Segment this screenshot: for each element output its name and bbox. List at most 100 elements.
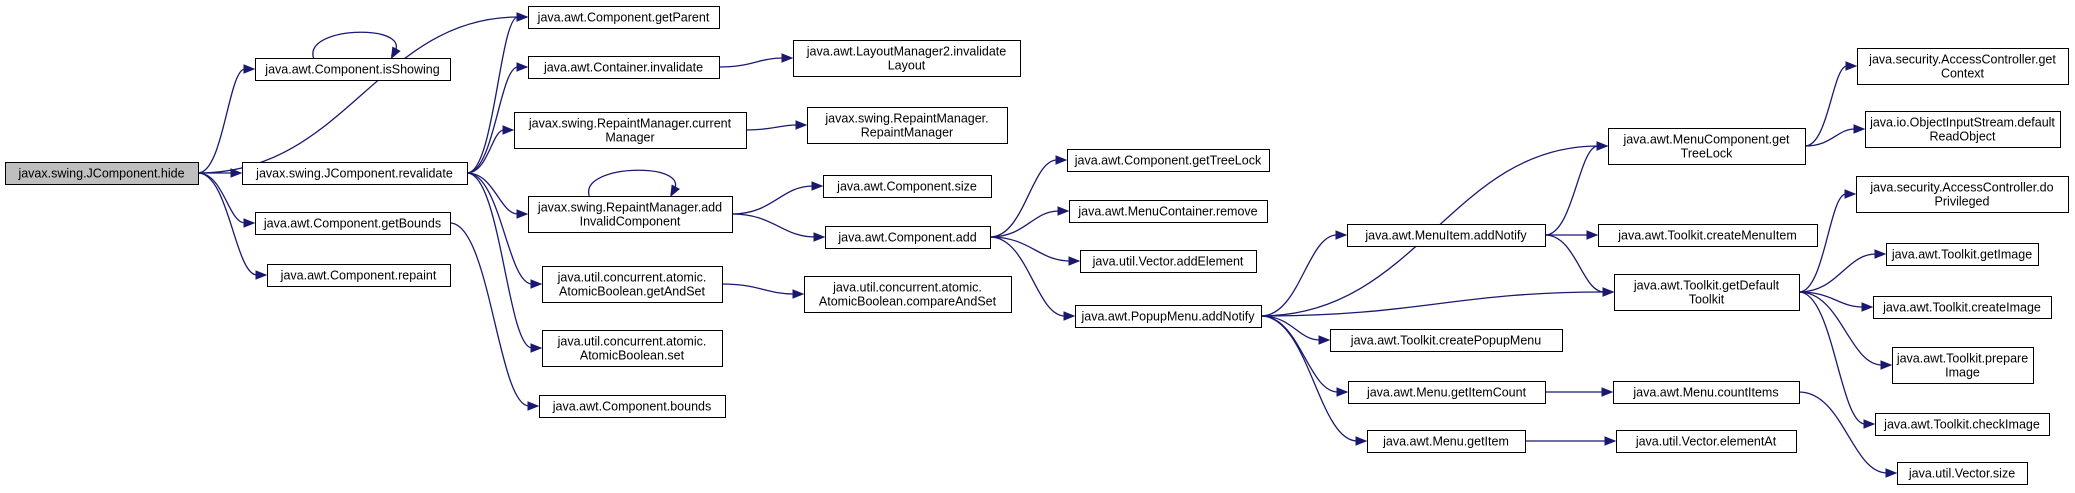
edge-n28-n37 bbox=[1798, 391, 1898, 478]
edge-arrowhead bbox=[1861, 302, 1874, 312]
node-n14[interactable]: java.awt.Component.size bbox=[823, 175, 992, 198]
edge-line bbox=[1260, 234, 1338, 317]
edge-n25-n31 bbox=[1804, 124, 1866, 147]
node-n31[interactable]: java.io.ObjectInputStream.defaultReadObj… bbox=[1865, 111, 2061, 148]
node-n24[interactable]: java.awt.Menu.getItem bbox=[1367, 430, 1526, 453]
edge-line bbox=[466, 172, 519, 215]
edge-arrowhead bbox=[1845, 61, 1858, 71]
edge-arrowhead bbox=[813, 232, 826, 242]
node-label: java.awt.Menu.getItem bbox=[1382, 435, 1509, 449]
node-label: Manager bbox=[605, 131, 654, 145]
edge-line bbox=[312, 31, 397, 59]
node-n13[interactable]: javax.swing.RepaintManager.RepaintManage… bbox=[807, 107, 1008, 144]
edge-arrowhead bbox=[243, 218, 256, 228]
node-n21[interactable]: java.awt.MenuItem.addNotify bbox=[1347, 224, 1546, 247]
edge-arrowhead bbox=[1335, 230, 1348, 240]
node-n5[interactable]: java.awt.Component.getParent bbox=[528, 6, 720, 29]
node-box bbox=[1892, 347, 2034, 384]
node-label: java.awt.Component.size bbox=[836, 180, 977, 194]
node-n26[interactable]: java.awt.Toolkit.createMenuItem bbox=[1598, 224, 1818, 247]
edge-arrowhead bbox=[1336, 387, 1349, 397]
edge-arrowhead bbox=[516, 62, 529, 72]
node-n7[interactable]: javax.swing.RepaintManager.currentManage… bbox=[514, 112, 747, 149]
node-n15[interactable]: java.awt.Component.add bbox=[825, 226, 991, 249]
edge-line bbox=[1544, 145, 1599, 236]
node-box bbox=[807, 107, 1008, 144]
node-n11[interactable]: java.awt.Component.bounds bbox=[539, 395, 726, 418]
node-n19[interactable]: java.util.Vector.addElement bbox=[1080, 250, 1257, 273]
node-label: java.awt.Component.isShowing bbox=[264, 63, 439, 77]
node-n0[interactable]: javax.swing.JComponent.hide bbox=[5, 162, 199, 185]
node-n23[interactable]: java.awt.Menu.getItemCount bbox=[1348, 381, 1546, 404]
edge-line bbox=[731, 213, 816, 238]
node-label: java.awt.Toolkit.getDefault bbox=[1633, 279, 1780, 293]
edge-arrowhead bbox=[1863, 419, 1876, 429]
node-box bbox=[1069, 200, 1268, 223]
edges-layer bbox=[197, 12, 1898, 478]
node-label: java.awt.Menu.getItemCount bbox=[1366, 386, 1527, 400]
node-n22[interactable]: java.awt.Toolkit.createPopupMenu bbox=[1330, 329, 1563, 352]
edge-line bbox=[989, 236, 1071, 262]
edge-arrowhead bbox=[670, 184, 680, 198]
node-box bbox=[542, 330, 723, 367]
edge-n27-n35 bbox=[1798, 291, 1893, 370]
node-n10[interactable]: java.util.concurrent.atomic.AtomicBoolea… bbox=[542, 330, 723, 367]
edge-line bbox=[721, 283, 795, 295]
node-box bbox=[267, 264, 451, 287]
edge-n27-n36 bbox=[1798, 291, 1876, 429]
node-n30[interactable]: java.security.AccessController.getContex… bbox=[1857, 48, 2069, 85]
node-n28[interactable]: java.awt.Menu.countItems bbox=[1613, 381, 1800, 404]
node-box bbox=[825, 226, 991, 249]
node-box bbox=[1873, 296, 2052, 319]
node-label: javax.swing.JComponent.revalidate bbox=[255, 167, 453, 181]
edge-arrowhead bbox=[1880, 360, 1893, 370]
edge-n2-n5 bbox=[466, 12, 529, 174]
node-box bbox=[242, 162, 468, 185]
node-n17[interactable]: java.awt.Component.getTreeLock bbox=[1067, 149, 1270, 172]
node-n16[interactable]: java.util.concurrent.atomic.AtomicBoolea… bbox=[804, 276, 1012, 313]
edge-arrowhead bbox=[530, 279, 543, 289]
node-n20[interactable]: java.awt.PopupMenu.addNotify bbox=[1075, 305, 1262, 328]
node-box bbox=[1613, 381, 1800, 404]
node-box bbox=[255, 58, 451, 81]
node-label: java.security.AccessController.get bbox=[1868, 53, 2056, 67]
node-label: javax.swing.RepaintManager.current bbox=[528, 117, 732, 131]
node-label: java.awt.Toolkit.createImage bbox=[1882, 301, 2041, 315]
edge-line bbox=[1798, 291, 1883, 366]
node-box bbox=[1886, 243, 2039, 266]
node-n18[interactable]: java.awt.MenuContainer.remove bbox=[1069, 200, 1268, 223]
node-n6[interactable]: java.awt.Container.invalidate bbox=[528, 56, 720, 79]
node-n33[interactable]: java.awt.Toolkit.getImage bbox=[1886, 243, 2039, 266]
edge-n0-n1 bbox=[197, 64, 256, 174]
node-n3[interactable]: java.awt.Component.getBounds bbox=[255, 212, 451, 235]
edge-arrowhead bbox=[811, 181, 824, 191]
node-n37[interactable]: java.util.Vector.size bbox=[1897, 462, 2028, 485]
node-n2[interactable]: javax.swing.JComponent.revalidate bbox=[242, 162, 468, 185]
node-box bbox=[793, 40, 1021, 77]
node-n29[interactable]: java.util.Vector.elementAt bbox=[1616, 430, 1797, 453]
node-label: java.awt.MenuComponent.get bbox=[1622, 133, 1790, 147]
node-n1[interactable]: java.awt.Component.isShowing bbox=[255, 58, 451, 81]
edge-line bbox=[1798, 253, 1877, 293]
node-box bbox=[1865, 111, 2061, 148]
edge-arrowhead bbox=[1604, 436, 1617, 446]
node-n4[interactable]: java.awt.Component.repaint bbox=[267, 264, 451, 287]
node-n36[interactable]: java.awt.Toolkit.checkImage bbox=[1875, 413, 2050, 436]
node-box bbox=[514, 112, 747, 149]
edge-arrowhead bbox=[781, 53, 794, 63]
node-n9[interactable]: java.util.concurrent.atomic.AtomicBoolea… bbox=[542, 266, 723, 303]
node-label: java.awt.Component.repaint bbox=[280, 269, 437, 283]
node-n34[interactable]: java.awt.Toolkit.createImage bbox=[1873, 296, 2052, 319]
node-n32[interactable]: java.security.AccessController.doPrivile… bbox=[1856, 176, 2069, 213]
edge-n21-n25 bbox=[1544, 141, 1609, 236]
node-n8[interactable]: javax.swing.RepaintManager.addInvalidCom… bbox=[528, 196, 733, 233]
edge-n15-n19 bbox=[989, 236, 1081, 266]
node-n25[interactable]: java.awt.MenuComponent.getTreeLock bbox=[1608, 128, 1806, 165]
edge-n7-n13 bbox=[745, 120, 808, 131]
node-label: java.awt.Component.getBounds bbox=[263, 217, 441, 231]
edge-arrowhead bbox=[1874, 249, 1887, 259]
node-label: AtomicBoolean.getAndSet bbox=[559, 285, 705, 299]
